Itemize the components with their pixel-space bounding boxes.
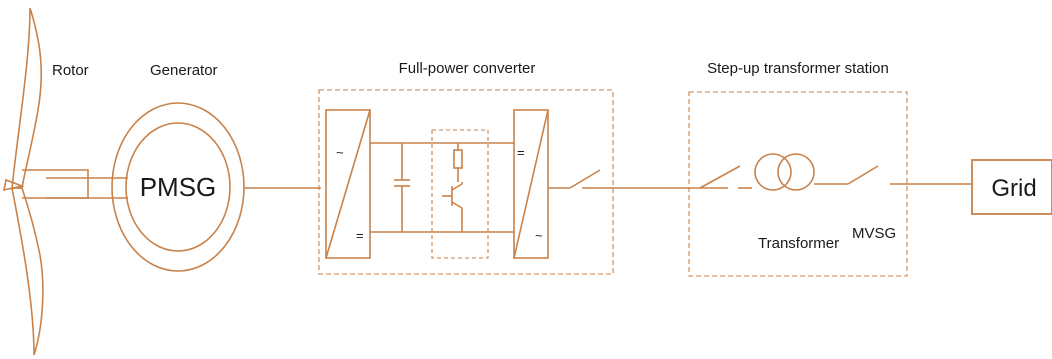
station-dashed-frame — [688, 91, 908, 277]
grid-box — [971, 159, 1052, 215]
rectifier-dc-symbol: = — [356, 228, 364, 243]
station-circuit — [699, 153, 972, 191]
side-blade — [2, 178, 25, 192]
rectifier-box — [325, 109, 371, 259]
lower-blade — [11, 187, 44, 356]
rotor-blades — [2, 7, 44, 356]
pmsg-label: PMSG — [140, 172, 217, 202]
generator — [111, 102, 245, 272]
transformer-coil-left — [754, 153, 792, 191]
generator-outer-ring — [111, 102, 245, 272]
generator-label: Generator — [150, 62, 218, 79]
mvsg-label: MVSG — [852, 225, 896, 242]
grid-label: Grid — [991, 175, 1036, 202]
converter-label: Full-power converter — [399, 60, 536, 77]
rotor-label: Rotor — [52, 62, 89, 79]
transformer-coil-right — [777, 153, 815, 191]
inverter-ac-symbol: ~ — [535, 228, 543, 243]
converter-breaker — [548, 169, 728, 189]
nacelle-shaft — [22, 169, 128, 199]
chopper-circuit — [442, 143, 463, 232]
upper-blade — [11, 7, 43, 189]
rectifier-ac-symbol: ~ — [336, 145, 344, 160]
inverter-box — [513, 109, 549, 259]
chopper-dashed-box — [431, 129, 489, 259]
generator-inner-ring — [125, 122, 231, 252]
inverter-dc-symbol: = — [517, 145, 525, 160]
transformer-label: Transformer — [758, 235, 839, 252]
station-label: Step-up transformer station — [707, 60, 889, 77]
converter-dashed-frame — [318, 89, 614, 275]
dc-link — [370, 142, 514, 233]
